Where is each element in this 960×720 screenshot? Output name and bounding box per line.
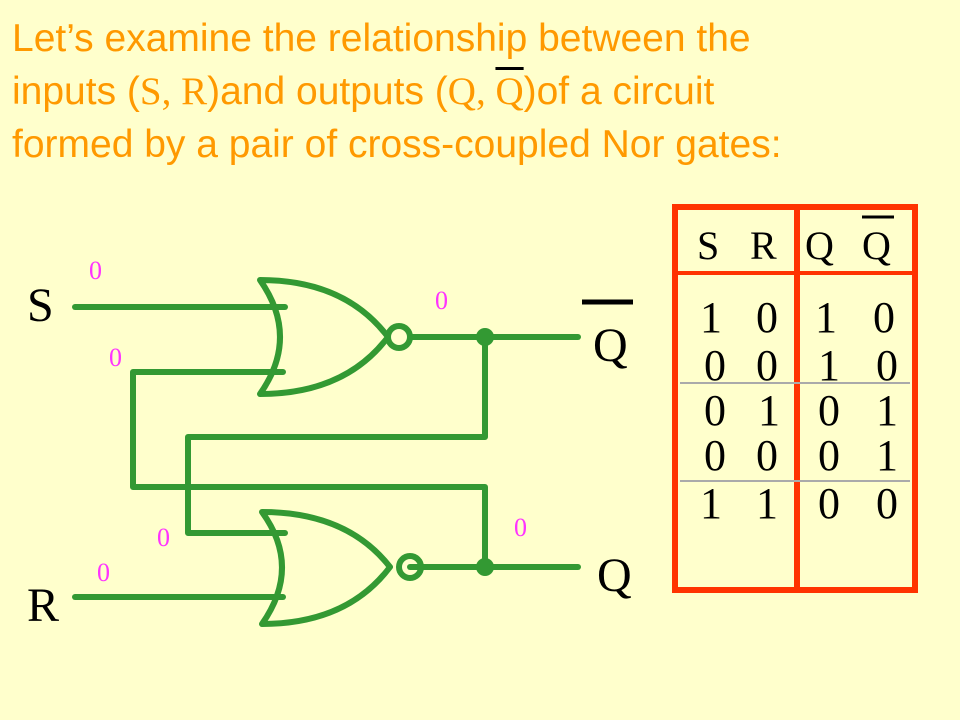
truth-table-cell-r: 0 [756,293,778,342]
top-nor-inverter-bubble [385,323,413,351]
truth-table-cell-q: 0 [818,386,840,435]
q-bar-label: Q [593,319,628,372]
heading-line-2-part: )and outputs ( [207,70,448,113]
top-junction-dot [476,328,494,346]
r-input-value: 0 [97,558,110,587]
truth-table-cell-r: 0 [756,341,778,390]
heading-line-3: formed by a pair of cross-coupled Nor ga… [12,123,782,166]
truth-table-row-separators [680,382,910,482]
truth-table-cell-qbar: 0 [876,341,898,390]
bottom-junction-dot [476,558,494,576]
truth-table-cell-s: 1 [700,479,722,528]
truth-table-cell-r: 0 [756,431,778,480]
heading-q-bar: Q [495,70,524,113]
header-q: Q [805,223,834,268]
q-label: Q [597,549,632,602]
heading-text: Let’s examine the relationship between t… [12,12,942,171]
terminal-labels: S R Q Q [27,279,632,632]
bottom-output-feedback-wire [130,369,488,570]
heading-line-1: Let’s examine the relationship between t… [12,17,751,60]
truth-table-cell-s: 0 [704,341,726,390]
truth-table-cell-qbar: 0 [873,293,895,342]
truth-table-cell-qbar: 1 [876,431,898,480]
top-feedback-input-value: 0 [109,343,122,372]
bottom-feedback-input-value: 0 [157,523,170,552]
heading-s: S [139,70,162,113]
header-s: S [697,223,719,268]
nor-gates [257,277,424,627]
truth-table-cell-s: 0 [704,431,726,480]
top-nor-gate [257,277,391,397]
truth-table-cell-qbar: 1 [876,386,898,435]
heading-line-2-part: )of a circuit [523,70,715,113]
heading-r: R [181,70,208,113]
heading-comma: , [475,70,496,113]
truth-table-cell-q: 0 [818,479,840,528]
heading-q: Q [447,70,476,113]
s-label: S [27,279,54,332]
truth-table-cell-r: 1 [756,479,778,528]
r-label: R [27,579,59,632]
truth-table-cell-s: 1 [700,293,722,342]
truth-table-cell-q: 1 [815,293,837,342]
truth-table-cell-q: 1 [818,341,840,390]
heading-line-2: inputs (S, R)and outputs (Q, Q)of a circ… [12,65,942,118]
heading-line-2-part: inputs ( [12,70,140,113]
wire-value-labels: 0 0 0 0 0 0 [89,256,527,587]
heading-comma: , [161,70,182,113]
truth-table-cell-q: 0 [818,431,840,480]
header-q-bar: Q [862,223,891,268]
s-input-value: 0 [89,256,102,285]
truth-table-headers: S R Q Q [697,223,891,268]
truth-table [672,204,918,593]
truth-table-cell-s: 0 [704,386,726,435]
header-r: R [750,223,777,268]
wires [72,304,581,600]
top-output-feedback-wire [185,334,488,536]
truth-table-cell-qbar: 0 [876,479,898,528]
bottom-nor-gate [259,509,393,627]
top-output-value: 0 [435,286,448,315]
bottom-nor-inverter-bubble [396,553,424,581]
truth-table-cell-r: 1 [758,386,780,435]
bottom-output-value: 0 [514,513,527,542]
